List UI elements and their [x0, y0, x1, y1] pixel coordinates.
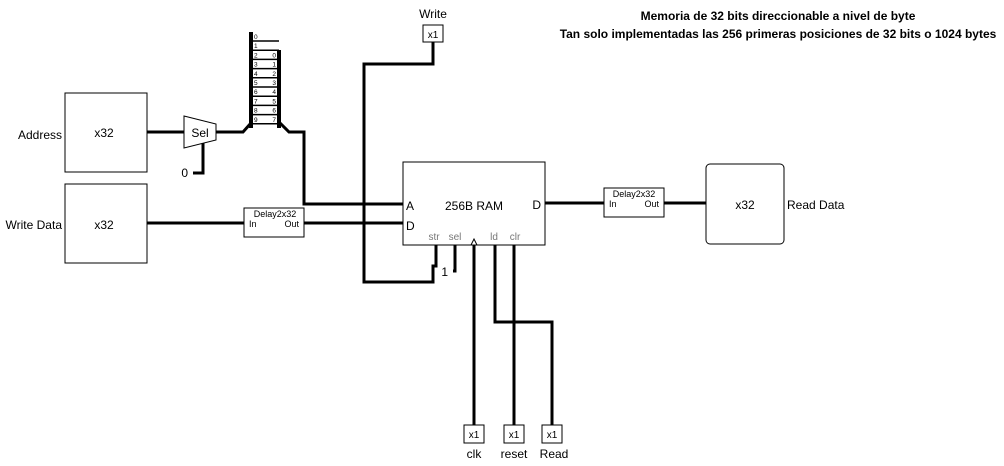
mux-const-zero: 0 [181, 166, 188, 180]
splitter-right-bit: 3 [272, 80, 276, 87]
splitter-left-bit: 5 [254, 80, 258, 87]
read-pin-box [541, 424, 563, 444]
splitter-right-bit: 0 [272, 52, 276, 59]
clk-pin-box [463, 424, 485, 444]
splitter-right-bit: 2 [272, 71, 276, 78]
splitter-left-bit: 4 [254, 71, 258, 78]
reset-pin-label: reset [501, 447, 528, 461]
delay-out-title: Delay2x32 [613, 189, 656, 199]
ram-port-d-in: D [406, 219, 415, 233]
splitter-right-bit: 1 [272, 62, 276, 69]
write-data-width: x32 [94, 218, 114, 232]
splitter-left-bit: 0 [254, 34, 258, 41]
splitter-left-bit: 6 [254, 89, 258, 96]
ram-port-ld: ld [490, 232, 498, 243]
clock-triangle-icon [470, 237, 478, 246]
splitter-left-bit: 7 [254, 98, 258, 105]
ram-port-clr: clr [510, 232, 521, 243]
delay-out-port-out: Out [644, 199, 659, 209]
read-pin-label: Read [540, 447, 569, 461]
splitter-right-bit: 4 [272, 89, 276, 96]
splitter-left-bit: 1 [254, 43, 258, 50]
write-data-label: Write Data [6, 218, 63, 232]
ram-label: 256B RAM [445, 199, 503, 213]
read-pin-width: x1 [547, 430, 558, 441]
ram-port-d-out: D [532, 198, 541, 212]
ram-port-str: str [428, 232, 440, 243]
write-pin-box [422, 24, 444, 43]
splitter-left-bit: 8 [254, 108, 258, 115]
address-input-box [64, 92, 148, 173]
clk-pin-width: x1 [469, 430, 480, 441]
bit-splitter: 0 1 2 3 4 5 6 7 8 9 0 1 2 3 4 5 6 7 [249, 32, 281, 128]
read-data-output-box [705, 163, 785, 245]
delay-out-port-in: In [609, 199, 617, 209]
delay-in-port-in: In [249, 219, 257, 229]
delay-in-box [243, 207, 305, 238]
splitter-right-bit: 5 [272, 98, 276, 105]
delay-in-title: Delay2x32 [254, 209, 297, 219]
reset-pin-width: x1 [509, 430, 520, 441]
read-data-width: x32 [735, 198, 755, 212]
write-pin-label: Write [419, 7, 447, 21]
splitter-left-bit: 2 [254, 52, 258, 59]
title-line-1: Memoria de 32 bits direccionable a nivel… [641, 9, 916, 23]
address-label: Address [18, 128, 62, 142]
splitter-left-bit: 9 [254, 117, 258, 124]
mux-label: Sel [191, 126, 208, 140]
splitter-right-bit: 7 [272, 117, 276, 124]
sel-mux [183, 115, 217, 149]
ram-port-sel: sel [449, 232, 462, 243]
delay-in-port-out: Out [284, 219, 299, 229]
splitter-right-bit: 6 [272, 108, 276, 115]
ram-port-a: A [406, 199, 414, 213]
address-width: x32 [94, 126, 114, 140]
wires [147, 42, 706, 425]
read-data-label: Read Data [787, 198, 845, 212]
splitter-left-bit: 3 [254, 62, 258, 69]
clk-pin-label: clk [467, 447, 483, 461]
title-line-2: Tan solo implementadas las 256 primeras … [560, 27, 997, 41]
delay-out-box [603, 187, 665, 218]
reset-pin-box [503, 424, 525, 444]
ram-sel-const-one: 1 [441, 265, 448, 279]
write-pin-width: x1 [428, 30, 439, 41]
write-data-input-box [64, 183, 148, 264]
